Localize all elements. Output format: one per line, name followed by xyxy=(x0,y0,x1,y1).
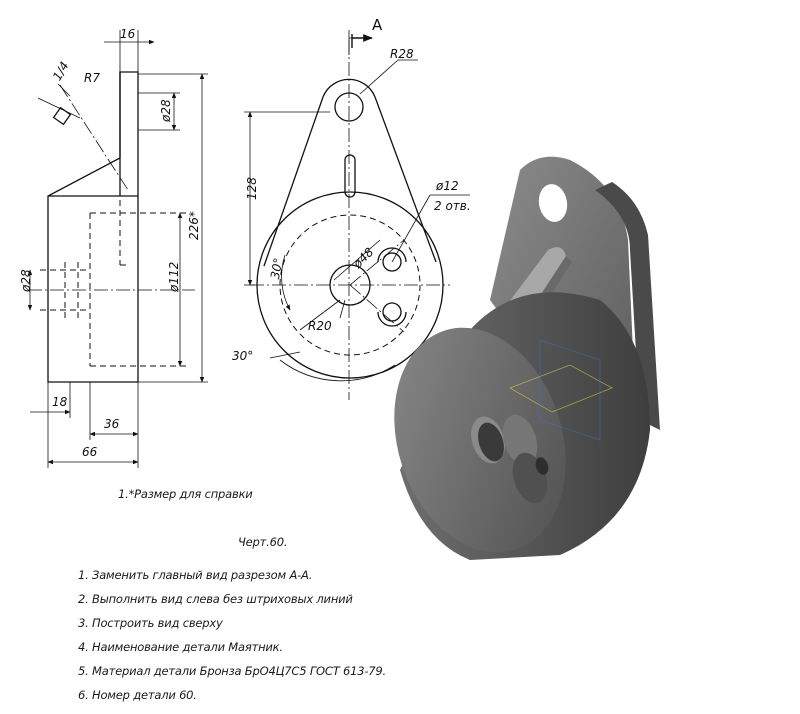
dim-radius-top: R28 xyxy=(390,47,414,61)
dim-hole-diam: ø12 xyxy=(435,179,459,193)
dim-diam-48: ø48 xyxy=(350,245,377,272)
drawing-number: Черт.60. xyxy=(238,535,288,549)
dim-radius-small: R7 xyxy=(84,71,100,85)
task-item: 2. Выполнить вид слева без штриховых лин… xyxy=(78,592,353,606)
dim-height-128: 128 xyxy=(245,177,259,200)
dim-hole-lower: ø28 xyxy=(19,269,33,293)
dim-hole-upper: ø28 xyxy=(159,99,173,123)
front-view xyxy=(256,78,444,379)
dim-top-width: 16 xyxy=(120,27,136,41)
isometric-model xyxy=(394,156,660,560)
task-item: 3. Построить вид сверху xyxy=(78,616,223,630)
reference-note: 1.*Размер для справки xyxy=(118,487,253,501)
dim-width-18: 18 xyxy=(52,395,68,409)
dim-radius-20: R20 xyxy=(308,319,332,333)
section-label: A xyxy=(372,16,383,34)
dim-angle-inner: 30° xyxy=(268,257,285,280)
side-dimensions xyxy=(27,30,208,468)
task-list: 1. Заменить главный вид разрезом А-А. 2.… xyxy=(78,563,386,707)
side-plate-outline xyxy=(47,71,139,383)
dim-width-66: 66 xyxy=(82,445,98,459)
task-item: 4. Наименование детали Маятник. xyxy=(78,640,283,654)
dim-body-diam: ø112 xyxy=(167,262,181,293)
section-marker xyxy=(351,34,373,48)
front-dimensions xyxy=(244,30,470,382)
dim-height-ref: 226* xyxy=(187,211,201,240)
task-item: 6. Номер детали 60. xyxy=(78,688,197,702)
task-item: 1. Заменить главный вид разрезом А-А. xyxy=(78,568,313,582)
dim-hole-count: 2 отв. xyxy=(434,199,471,213)
dim-chamfer-small: 1/4 xyxy=(50,59,72,83)
task-item: 5. Материал детали Бронза БрО4Ц7С5 ГОСТ … xyxy=(78,664,386,678)
dim-width-36: 36 xyxy=(104,417,120,431)
dim-angle-outer: 30° xyxy=(232,349,253,363)
